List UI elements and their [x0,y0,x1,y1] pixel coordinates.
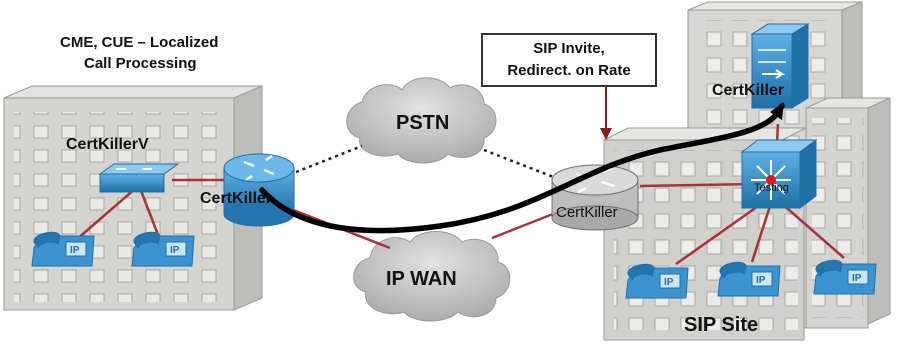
ip-wan-cloud [353,231,511,322]
callout-pointer-arrowhead [600,128,612,140]
left-site-title-line2: Call Processing [84,55,197,72]
svg-text:IP: IP [170,245,180,256]
right-switch [740,139,818,209]
svg-text:IP: IP [756,275,766,286]
sip-signaling-path [259,103,785,234]
svg-text:IP: IP [70,245,80,256]
callout-line1: SIP Invite, [533,40,605,57]
pstn-links [295,144,557,180]
ip-phone-left-1: IP [31,231,95,267]
ip-phone-right-2: IP [717,261,781,297]
server-label: CertKiller [712,82,785,99]
pstn-label: PSTN [396,112,450,134]
left-site-title-line1: CME, CUE – Localized [60,34,219,51]
server [750,23,810,109]
switch-label: Testing [754,182,789,194]
left-switch [98,163,180,193]
ip-phone-right-3: IP [813,259,877,295]
svg-text:IP: IP [852,273,862,284]
sip-site-label: SIP Site [684,314,759,336]
ip-phone-left-2: IP [131,231,195,267]
svg-text:IP: IP [664,277,674,288]
ip-wan-label: IP WAN [386,268,457,290]
callout-line2: Redirect. on Rate [507,62,631,79]
ip-phone-right-1: IP [625,263,689,299]
sip-invite-callout: SIP Invite, Redirect. on Rate [481,33,657,87]
left-building [3,85,263,311]
left-router-label: CertKiller [200,190,273,207]
center-router-label: CertKiller [556,204,618,221]
sip-path-arrow [770,102,784,120]
left-building-label: CertKillerV [66,136,149,153]
